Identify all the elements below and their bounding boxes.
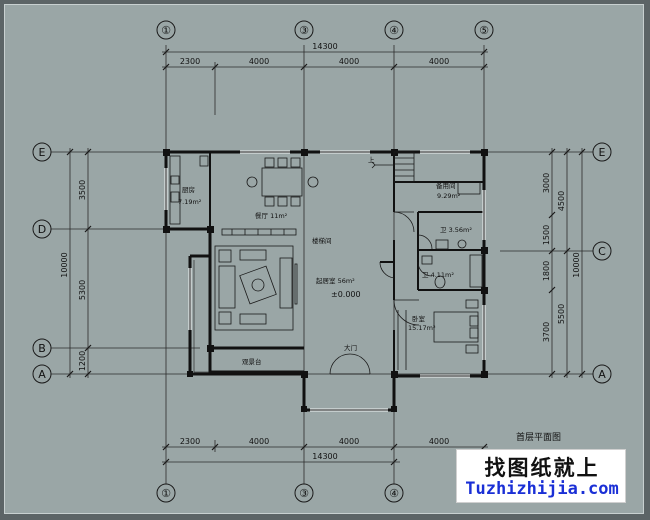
axis-label-left-d: D [38, 223, 46, 236]
room-storage-name: 备用间 [436, 181, 456, 190]
room-living-name: 起居室 56m² [316, 276, 355, 285]
dim-left-1: 3500 [78, 180, 87, 200]
dim-bottom-4: 4000 [429, 437, 449, 446]
dim-right-2: 1500 [542, 225, 551, 245]
axis-label-right-e: E [599, 146, 606, 159]
label-staircase: 楼梯间 [312, 236, 332, 245]
axis-label-bottom-4: ④ [389, 487, 399, 500]
dim-right-1: 3000 [542, 173, 551, 193]
dining-table [246, 157, 319, 207]
dim-top-2: 4000 [249, 57, 269, 66]
drawing-canvas [4, 4, 644, 514]
axis-label-bottom-1: ① [161, 487, 171, 500]
dim-left-3: 1200 [78, 351, 87, 371]
room-kitchen-area: 7.19m² [178, 198, 202, 206]
room-bath2: 卫 4.11m² [422, 271, 454, 279]
dim-top-4: 4000 [429, 57, 449, 66]
room-bedroom-area: 15.17m² [408, 324, 436, 332]
dim-right-outer-2: 5500 [557, 304, 566, 324]
axis-label-right-c: C [598, 245, 606, 258]
dim-right-outer-1: 4500 [557, 191, 566, 211]
dim-overall-top: 14300 [312, 42, 337, 51]
living-room-furniture [214, 245, 298, 331]
axis-label-top-4: ④ [389, 24, 399, 37]
dim-top-3: 4000 [339, 57, 359, 66]
axis-label-top-5: ⑤ [479, 24, 489, 37]
label-stair-up: 上 [368, 155, 375, 164]
staircase [371, 151, 415, 183]
axis-label-left-e: E [39, 146, 46, 159]
axis-label-left-a: A [38, 368, 46, 381]
drawing-title: 首层平面图 [516, 431, 561, 443]
room-bath1: 卫 3.56m² [440, 226, 472, 234]
bedroom-bed [397, 299, 479, 370]
label-entrance: 大门 [344, 343, 357, 352]
bathroom-fixtures [421, 181, 483, 289]
dim-right-overall: 10000 [572, 252, 581, 277]
dim-top-1: 2300 [180, 57, 200, 66]
room-dining: 餐厅 11m² [255, 211, 288, 220]
watermark-url: Tuzhizhijia.com [465, 479, 619, 499]
dim-overall-bottom: 14300 [312, 452, 337, 461]
kitchen-fixtures [169, 155, 209, 225]
room-storage-area: 9.29m² [437, 192, 461, 200]
dim-bottom-2: 4000 [249, 437, 269, 446]
watermark-chinese-text: 找图纸就上 [484, 456, 600, 480]
room-bedroom-name: 卧室 [412, 314, 426, 323]
axis-label-left-b: B [38, 342, 46, 355]
axis-label-right-a: A [598, 368, 606, 381]
elevation-mark: ±0.000 [331, 290, 361, 299]
dim-left-overall: 10000 [60, 252, 69, 277]
dim-right-3: 1800 [542, 261, 551, 281]
room-terrace: 观景台 [242, 357, 262, 366]
dim-bottom-1: 2300 [180, 437, 200, 446]
axis-label-top-3: ③ [299, 24, 309, 37]
room-kitchen-name: 厨房 [182, 185, 195, 194]
dim-bottom-3: 4000 [339, 437, 359, 446]
watermark: 找图纸就上 Tuzhizhijia.com [456, 449, 626, 503]
dim-left-2: 5300 [78, 280, 87, 300]
dim-right-4: 3700 [542, 322, 551, 342]
axis-label-bottom-3: ③ [299, 487, 309, 500]
axis-label-top-1: ① [161, 24, 171, 37]
